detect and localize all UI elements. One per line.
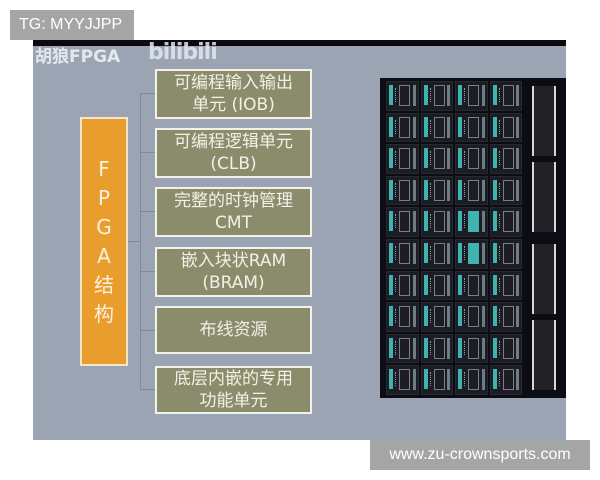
node-bram: 嵌入块状RAM (BRAM) [155, 247, 312, 297]
clb-tile [420, 365, 453, 395]
clb-tile [386, 81, 419, 111]
clb-tile [489, 81, 522, 111]
node-line: 单元 (IOB) [192, 95, 275, 115]
clb-tile [455, 333, 488, 364]
root-char: G [96, 214, 112, 239]
node-dedicated-units: 底层内嵌的专用 功能单元 [155, 366, 312, 414]
clb-tile [489, 175, 522, 206]
node-line: (BRAM) [202, 273, 265, 293]
node-line: 可编程逻辑单元 [174, 132, 293, 152]
watermark-site: www.zu-crownsports.com [370, 440, 590, 470]
node-line: 可编程输入输出 [174, 73, 293, 93]
node-line: (CLB) [210, 154, 257, 174]
clb-tile [420, 81, 453, 111]
clb-tile [455, 239, 488, 269]
clb-tile [489, 333, 522, 364]
node-clb: 可编程逻辑单元 (CLB) [155, 128, 312, 178]
watermark-tg: TG: MYYJJPP [10, 10, 134, 40]
tree-connector [140, 389, 155, 390]
tile-grid [386, 81, 522, 395]
tree-connector [140, 152, 155, 153]
clb-tile [386, 365, 419, 395]
tree-connector [140, 330, 155, 331]
clb-tile [489, 365, 522, 395]
slide-image: 胡狼FPGA bilibili F P G A 结 构 可编程输入输出 单元 (… [33, 40, 566, 440]
clb-tile [420, 239, 453, 269]
clb-tile [420, 207, 453, 237]
node-line: 布线资源 [199, 320, 268, 340]
tree-connector [140, 93, 155, 94]
bram-block [532, 86, 556, 156]
node-iob: 可编程输入输出 单元 (IOB) [155, 69, 312, 119]
clb-tile [420, 112, 453, 143]
clb-tile [489, 144, 522, 174]
clb-tile [420, 270, 453, 301]
clb-tile [420, 333, 453, 364]
root-char: 构 [94, 301, 114, 326]
slide-top-bar [33, 40, 566, 46]
channel-name: 胡狼FPGA [35, 47, 121, 67]
node-line: 完整的时钟管理 [174, 191, 293, 211]
clb-tile [455, 207, 488, 237]
clb-tile [386, 333, 419, 364]
node-line: CMT [215, 213, 252, 233]
node-line: 嵌入块状RAM [180, 251, 287, 271]
clb-tile [455, 270, 488, 301]
root-char: F [98, 156, 110, 181]
clb-tile [386, 270, 419, 301]
clb-tile [386, 302, 419, 332]
clb-tile [455, 175, 488, 206]
clb-tile [386, 175, 419, 206]
clb-tile [455, 365, 488, 395]
clb-tile [420, 302, 453, 332]
root-char: P [97, 185, 111, 210]
root-char: 结 [94, 272, 114, 297]
bram-block [532, 320, 556, 390]
clb-tile [489, 239, 522, 269]
bilibili-logo-icon: bilibili [148, 40, 218, 65]
clb-tile [455, 302, 488, 332]
node-line: 底层内嵌的专用 [174, 369, 293, 389]
bram-block [532, 244, 556, 314]
fpga-chip-diagram [380, 78, 566, 398]
clb-tile [386, 207, 419, 237]
bram-block [532, 162, 556, 232]
tree-connector [140, 271, 155, 272]
clb-tile [420, 175, 453, 206]
clb-tile [455, 81, 488, 111]
block-column [532, 86, 556, 390]
clb-tile [489, 302, 522, 332]
tree-connector [140, 211, 155, 212]
clb-tile [489, 207, 522, 237]
clb-tile [386, 239, 419, 269]
node-cmt: 完整的时钟管理 CMT [155, 187, 312, 237]
clb-tile [455, 112, 488, 143]
clb-tile [386, 144, 419, 174]
clb-tile [386, 112, 419, 143]
root-char: A [97, 243, 111, 268]
tree-connector [128, 241, 140, 242]
fpga-structure-root: F P G A 结 构 [80, 117, 128, 366]
clb-tile [489, 112, 522, 143]
clb-tile [489, 270, 522, 301]
node-routing: 布线资源 [155, 306, 312, 354]
clb-tile [420, 144, 453, 174]
clb-tile [455, 144, 488, 174]
node-line: 功能单元 [199, 391, 268, 411]
tree-connector [140, 93, 141, 389]
